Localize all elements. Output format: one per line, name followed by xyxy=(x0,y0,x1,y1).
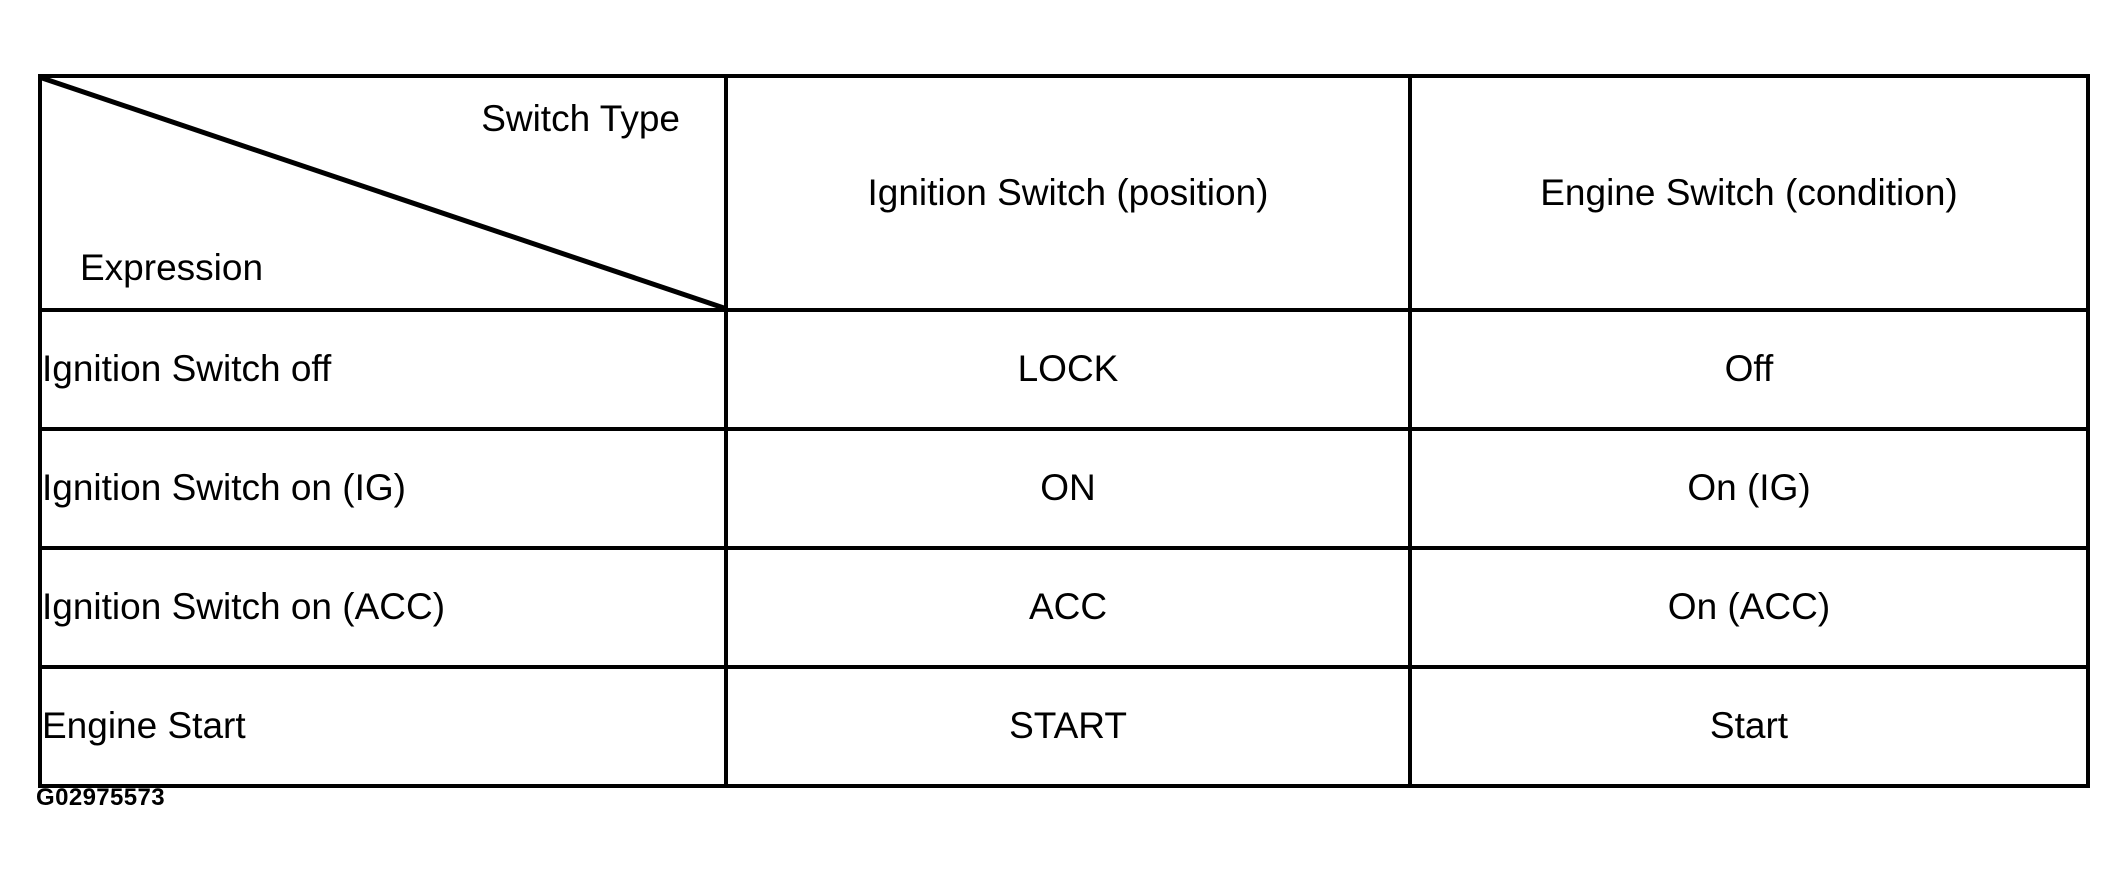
cell-ignition-switch: ON xyxy=(724,427,1412,550)
cell-ignition-switch: ACC xyxy=(724,546,1412,669)
table-row: Ignition Switch on (IG) ON On (IG) xyxy=(38,427,2090,550)
corner-label-expression: Expression xyxy=(80,247,264,289)
cell-ignition-switch: START xyxy=(724,665,1412,788)
column-header-engine-switch: Engine Switch (condition) xyxy=(1408,74,2090,312)
table-row: Ignition Switch on (ACC) ACC On (ACC) xyxy=(38,546,2090,669)
cell-expression: Ignition Switch on (IG) xyxy=(38,427,728,550)
corner-inner: Switch Type Expression xyxy=(42,78,724,308)
figure-caption: G02975573 xyxy=(36,784,166,811)
column-header-ignition-switch-label: Ignition Switch (position) xyxy=(867,171,1269,213)
switch-type-table: Switch Type Expression Ignition Switch (… xyxy=(38,74,2090,788)
cell-engine-switch: Start xyxy=(1408,665,2090,788)
table-row: Ignition Switch off LOCK Off xyxy=(38,308,2090,431)
cell-expression: Ignition Switch off xyxy=(38,308,728,431)
table-header-row: Switch Type Expression Ignition Switch (… xyxy=(38,74,2090,312)
cell-engine-switch: Off xyxy=(1408,308,2090,431)
cell-engine-switch: On (ACC) xyxy=(1408,546,2090,669)
cell-expression: Engine Start xyxy=(38,665,728,788)
cell-expression: Ignition Switch on (ACC) xyxy=(38,546,728,669)
cell-ignition-switch: LOCK xyxy=(724,308,1412,431)
table-row: Engine Start START Start xyxy=(38,665,2090,788)
cell-engine-switch: On (IG) xyxy=(1408,427,2090,550)
corner-label-switch-type: Switch Type xyxy=(481,98,680,139)
column-header-ignition-switch: Ignition Switch (position) xyxy=(724,74,1412,312)
corner-header-cell: Switch Type Expression xyxy=(38,74,728,312)
column-header-engine-switch-label: Engine Switch (condition) xyxy=(1540,171,1958,213)
